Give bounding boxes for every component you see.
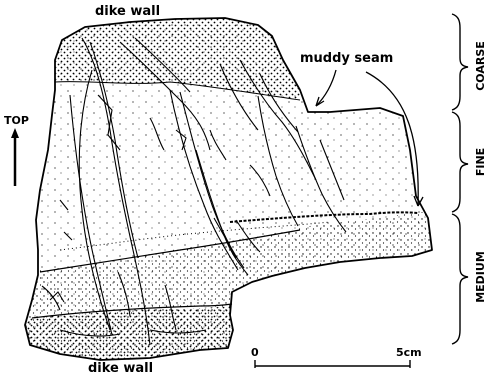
short-arrow-shaft xyxy=(316,70,336,106)
medium-bracket xyxy=(452,214,468,344)
top-arrow-icon xyxy=(11,128,19,186)
layer-brackets xyxy=(452,14,468,344)
scale-bar xyxy=(255,360,410,368)
top-label: TOP xyxy=(4,114,29,127)
scale-bar-end-label: 5cm xyxy=(396,346,422,359)
coarse-bracket xyxy=(452,14,468,110)
layer-label-coarse: COARSE xyxy=(474,41,487,91)
fine-bracket xyxy=(452,112,468,212)
layer-label-medium: MEDIUM xyxy=(474,251,487,303)
layer-label-fine: FINE xyxy=(474,148,487,176)
scale-bar-start-label: 0 xyxy=(251,346,259,359)
dike-wall-top-label: dike wall xyxy=(95,4,160,19)
dike-wall-bottom-label: dike wall xyxy=(88,361,153,372)
muddy-seam-label: muddy seam xyxy=(300,51,393,66)
